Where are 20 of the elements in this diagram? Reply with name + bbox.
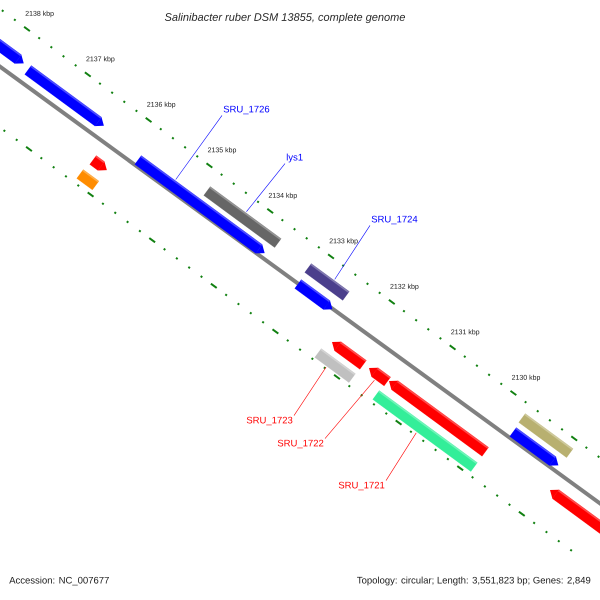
- leader-line: [294, 366, 326, 416]
- leader-line: [175, 115, 222, 180]
- leader-line: [246, 163, 286, 212]
- gene-bar: [372, 390, 478, 472]
- gene-bar: [369, 368, 391, 386]
- gene-label: SRU_1723: [246, 416, 292, 426]
- gene-bar: [134, 155, 265, 254]
- leader-line: [334, 225, 370, 280]
- leader-line: [324, 380, 375, 439]
- leader-line: [386, 432, 417, 481]
- gene-label: SRU_1722: [278, 440, 324, 448]
- gene-bar: [304, 263, 350, 301]
- gene-label: SRU_1721: [338, 482, 384, 490]
- gene-label: SRU_1724: [372, 216, 418, 224]
- accession-text: Accession: NC_007677: [9, 576, 109, 586]
- title: Salinibacter ruber DSM 13855, complete genome: [164, 12, 405, 24]
- gene-bar: [314, 348, 356, 383]
- gene-label: SRU_1726: [224, 106, 270, 114]
- gene-label: lys1: [286, 154, 303, 162]
- summary-text: Topology: circular; Length: 3,551,823 bp; Genes: 2,849: [357, 576, 590, 586]
